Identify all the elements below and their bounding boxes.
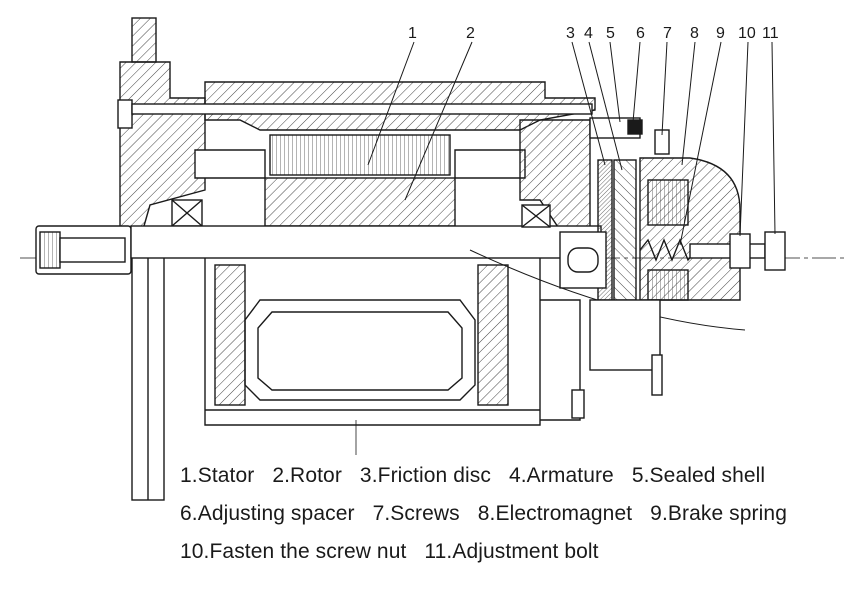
- legend-line-3: 10.Fasten the screw nut 11.Adjustment bol…: [180, 540, 840, 564]
- legend-item-adjusting-spacer: 6.Adjusting spacer: [180, 502, 355, 525]
- callout-4: 4: [584, 25, 593, 42]
- leader-lines: [367, 41, 776, 246]
- lower-housing-outline: [204, 258, 541, 426]
- adjustment-bolt-head: [764, 231, 786, 271]
- cooling-fins-left: [214, 264, 246, 406]
- stator-end-winding-left: [194, 149, 266, 179]
- legend-item-fasten-screw-nut: 10.Fasten the screw nut: [180, 540, 407, 563]
- lower-end-winding: [244, 299, 476, 401]
- legend-item-stator: 1.Stator: [180, 464, 255, 487]
- callout-numbers: 1 2 3 4 5 6 7 8 9 10 11: [408, 25, 779, 42]
- callout-9: 9: [716, 25, 725, 42]
- legend-item-friction-disc: 3.Friction disc: [359, 464, 491, 487]
- flange-top-tab: [131, 17, 157, 63]
- armature-plate: [613, 159, 637, 301]
- stator-end-winding-right: [454, 149, 526, 179]
- callout-10: 10: [738, 25, 756, 42]
- callout-6: 6: [636, 25, 645, 42]
- adjusting-spacer: [627, 119, 643, 135]
- fasten-screw-nut: [729, 233, 751, 269]
- legend-item-armature: 4.Armature: [508, 464, 614, 487]
- legend-item-adjustment-bolt: 11.Adjustment bolt: [424, 540, 599, 563]
- rotor: [264, 177, 456, 227]
- callout-7: 7: [663, 25, 672, 42]
- legend-line-2: 6.Adjusting spacer 7.Screws 8.Electromagne…: [180, 502, 840, 526]
- legend-item-electromagnet: 8.Electromagnet: [477, 502, 633, 525]
- rotor-shaft: [130, 225, 602, 259]
- callout-1: 1: [408, 25, 417, 42]
- legend-item-brake-spring: 9.Brake spring: [650, 502, 787, 525]
- legend-item-rotor: 2.Rotor: [272, 464, 342, 487]
- callout-8: 8: [690, 25, 699, 42]
- adjustment-bolt: [689, 243, 766, 259]
- lower-rear-cap: [540, 299, 581, 421]
- callout-2: 2: [466, 25, 475, 42]
- electromagnet-coil: [647, 179, 689, 226]
- callout-11: 11: [762, 25, 779, 42]
- legend-line-1: 1.Stator 2.Rotor 3.Friction disc 4.Armature…: [180, 464, 840, 488]
- shaft-key: [59, 237, 126, 263]
- flange-bolt: [117, 99, 133, 129]
- tie-rod: [131, 103, 593, 115]
- electromagnet-coil-lower: [647, 269, 689, 301]
- brake-spring: [639, 238, 697, 262]
- legend-item-sealed-shell: 5.Sealed shell: [631, 464, 766, 487]
- legend-item-screws: 7.Screws: [372, 502, 460, 525]
- callout-5: 5: [606, 25, 615, 42]
- cooling-fins-right: [477, 264, 509, 406]
- lower-brake-housing: [589, 299, 661, 371]
- callout-3: 3: [566, 25, 575, 42]
- stator-core: [269, 134, 451, 176]
